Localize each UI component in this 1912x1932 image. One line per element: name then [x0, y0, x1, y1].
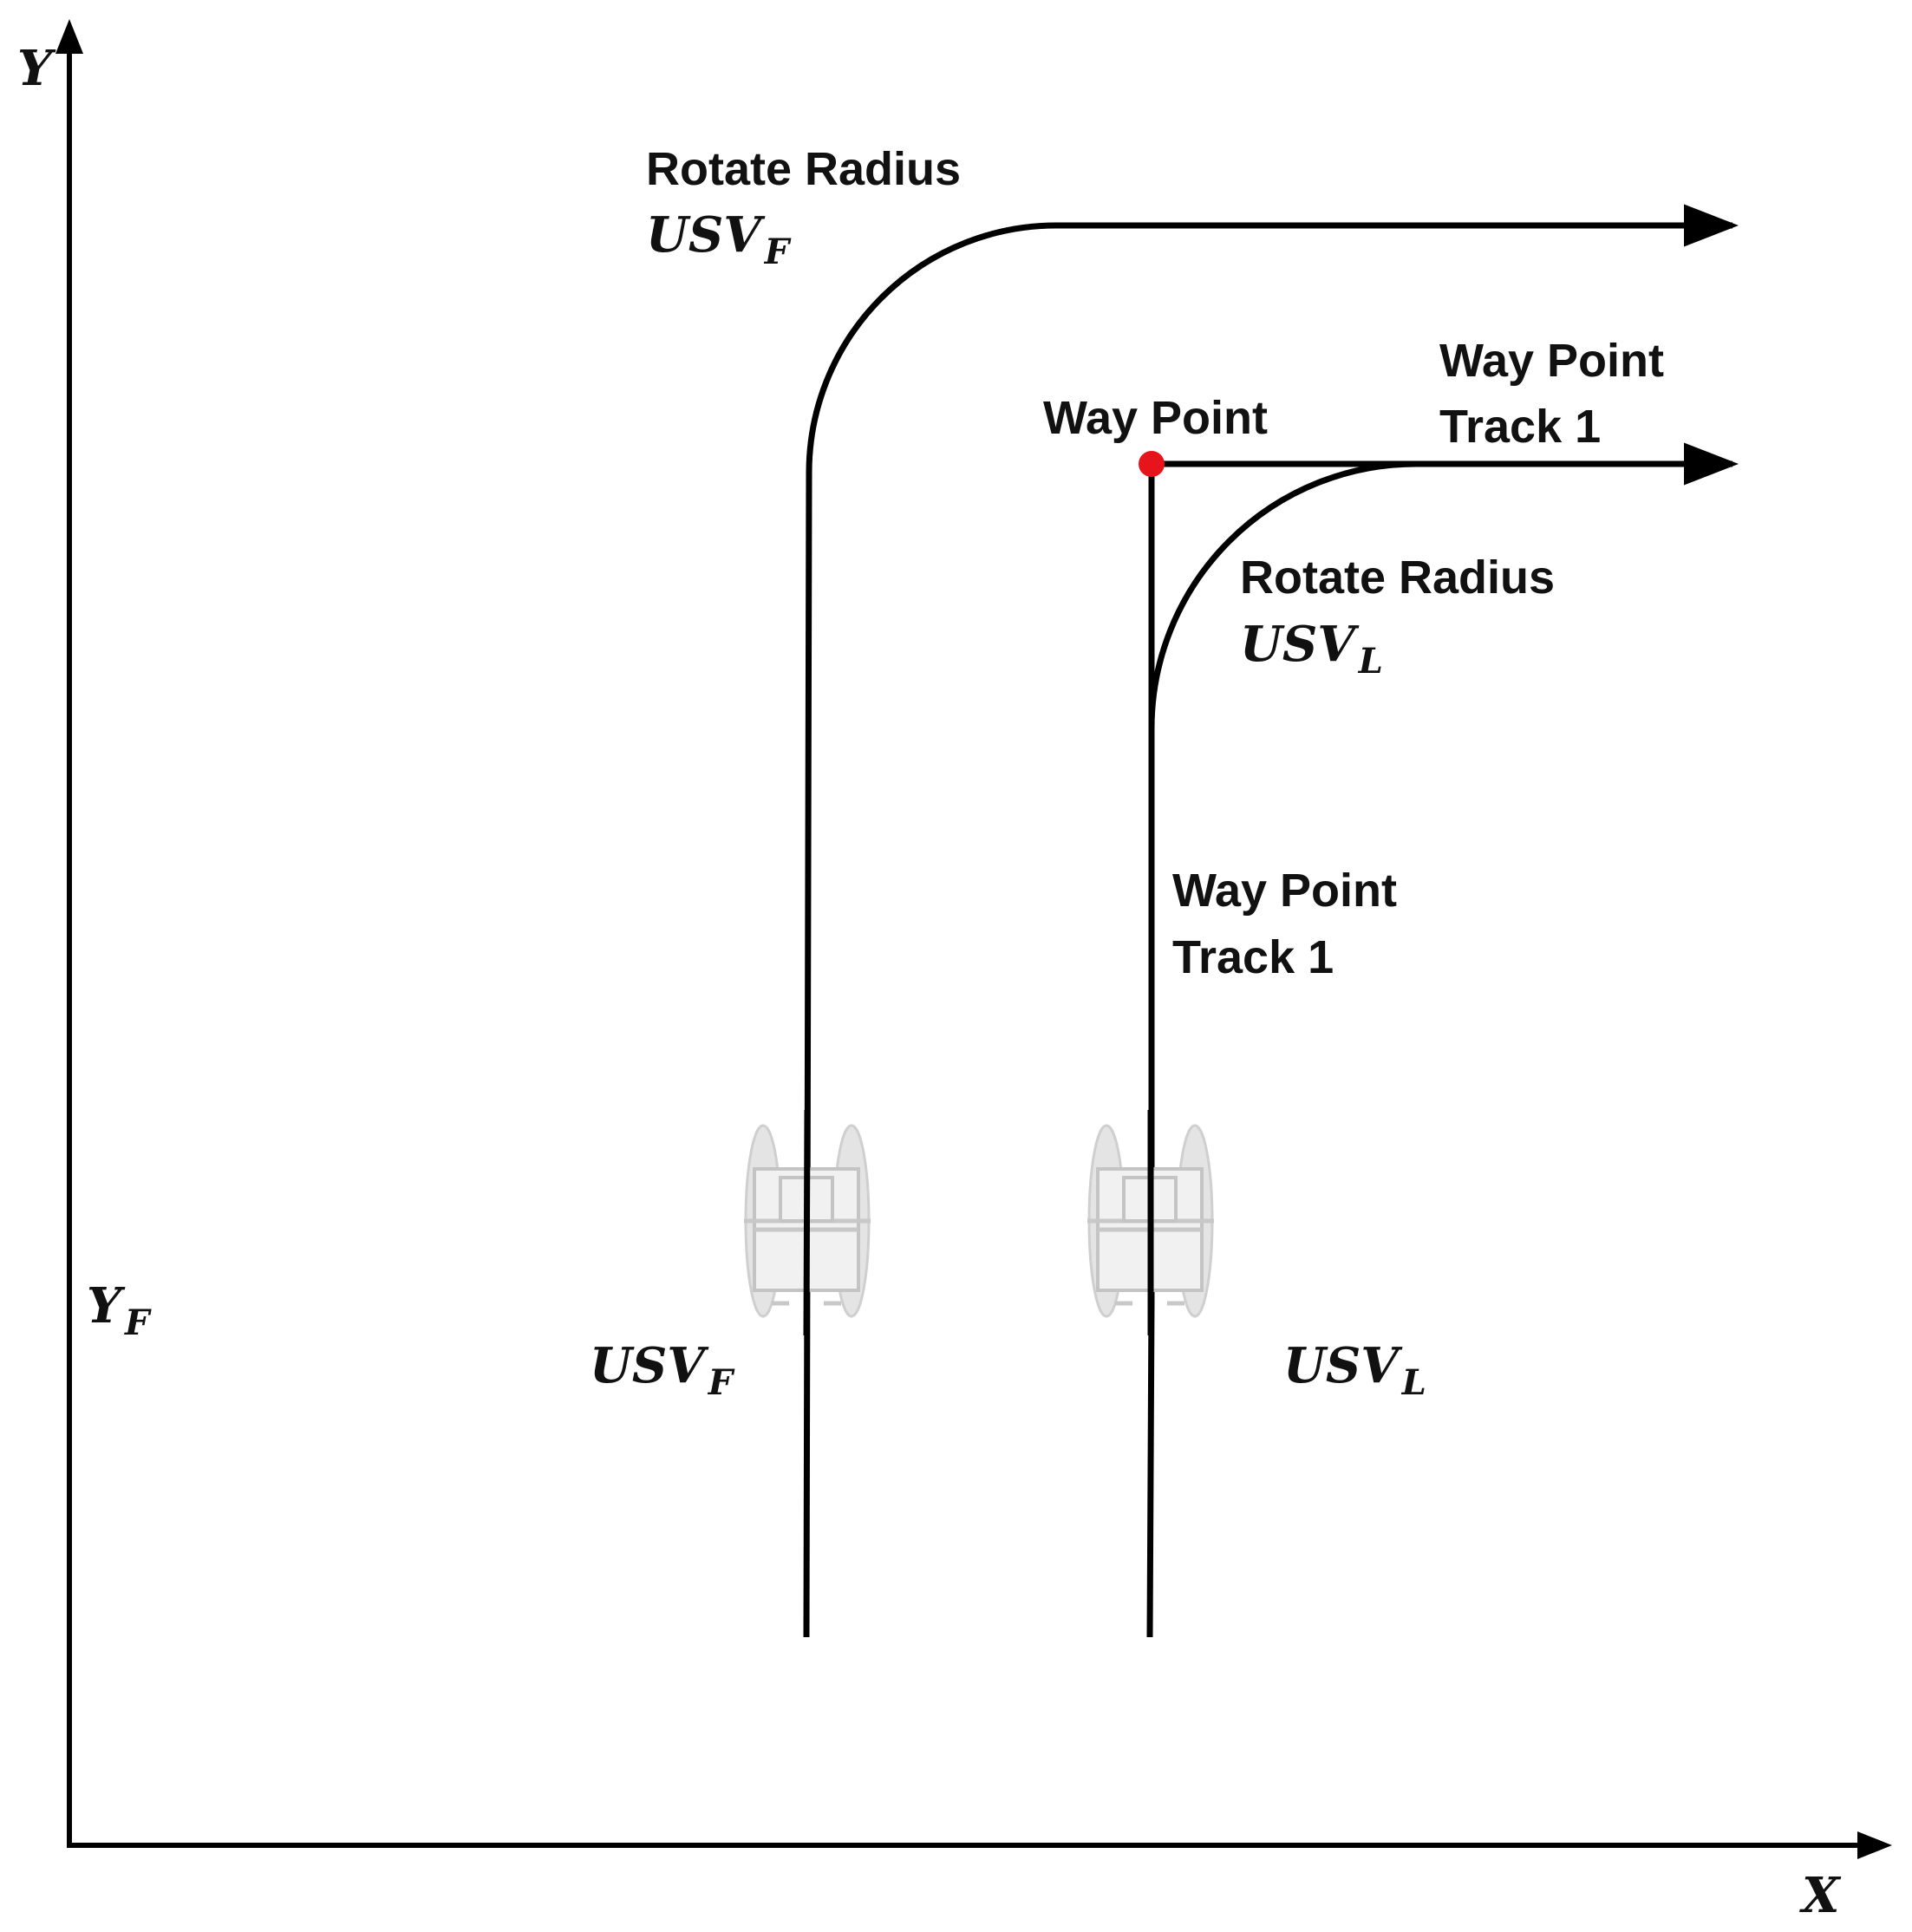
- rotate-radius-leader-title: Rotate Radius: [1240, 552, 1555, 604]
- usv-follower-label-main: USV: [590, 1337, 709, 1394]
- y-axis-label: Y: [17, 40, 56, 97]
- way-point-track-mid-line1: Way Point: [1172, 865, 1397, 917]
- leader-track: [1146, 442, 1739, 1638]
- way-point-label: Way Point: [1043, 392, 1268, 444]
- usv-leader-label-sub: L: [1401, 1362, 1426, 1403]
- rotate-radius-follower-math-main: USV: [646, 206, 766, 264]
- follower-track-overlay: [803, 1109, 811, 1336]
- yf-label-main: Y: [87, 1277, 126, 1335]
- usv-follower-label-sub: F: [708, 1362, 735, 1403]
- rotate-radius-follower-title: Rotate Radius: [646, 143, 961, 195]
- follower-track: [803, 204, 1739, 1638]
- rotate-radius-follower-math-sub: F: [764, 232, 792, 272]
- yf-label-sub: F: [124, 1302, 152, 1343]
- waypoint-marker: [1139, 451, 1165, 477]
- x-axis-arrowhead: [1857, 1831, 1892, 1859]
- axes: [55, 19, 1892, 1859]
- rotate-radius-leader-math-sub: L: [1358, 641, 1383, 682]
- way-point-track-mid-line2: Track 1: [1172, 931, 1334, 983]
- way-point-track-top-line1: Way Point: [1439, 335, 1664, 387]
- way-point-track-top-line2: Track 1: [1439, 401, 1601, 453]
- y-axis-arrowhead: [55, 19, 83, 54]
- usv-leader-label-main: USV: [1283, 1337, 1403, 1394]
- x-axis-label: X: [1799, 1867, 1842, 1924]
- rotate-radius-leader-math-main: USV: [1240, 616, 1360, 673]
